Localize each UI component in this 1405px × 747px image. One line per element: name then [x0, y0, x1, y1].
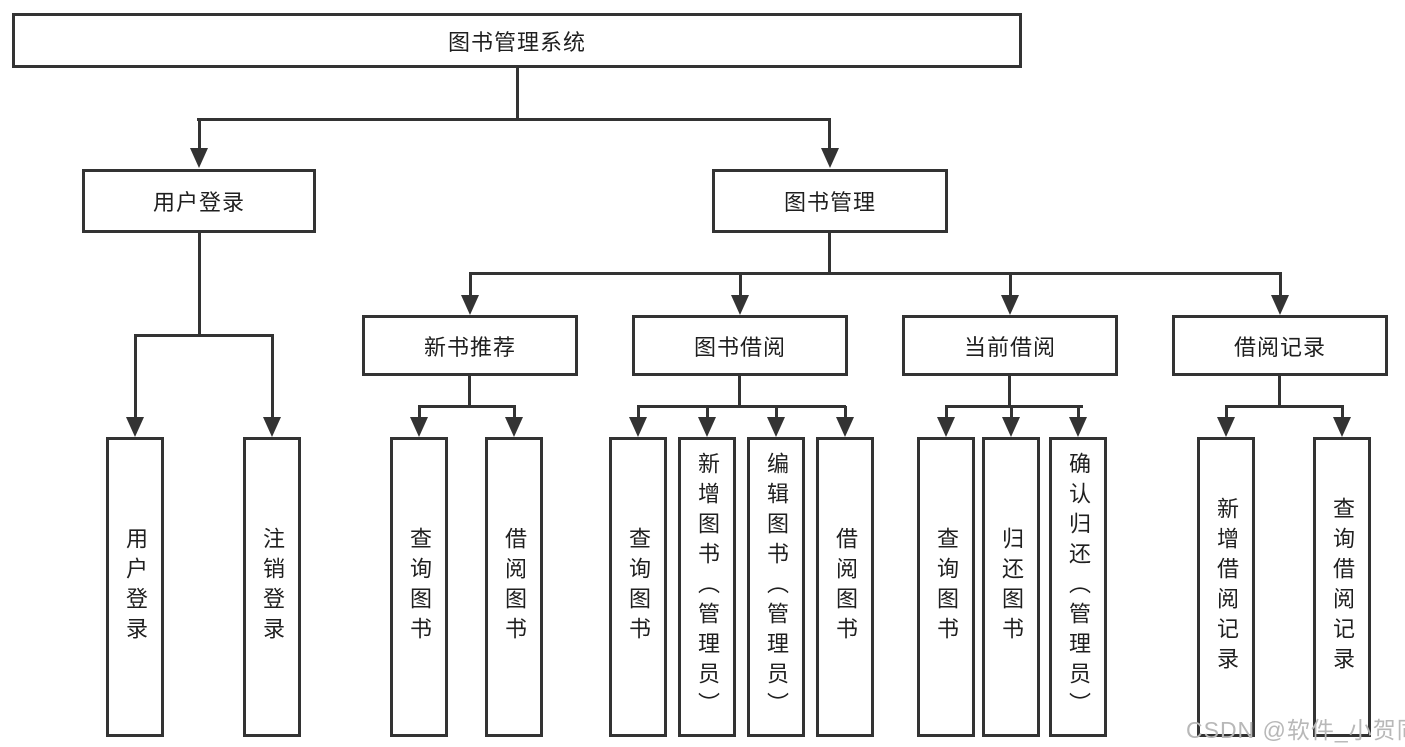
- connector-line: [637, 405, 846, 408]
- arrow-down-icon: [731, 295, 749, 315]
- connector-line: [706, 406, 709, 419]
- leaf-query-borrow-record: 查询借阅记录: [1313, 437, 1371, 737]
- arrow-down-icon: [461, 295, 479, 315]
- node-new-book-recommend-label: 新书推荐: [423, 334, 516, 360]
- arrow-down-icon: [629, 417, 647, 437]
- node-root: 图书管理系统: [12, 13, 1022, 68]
- leaf-borrow-books-1-label: 借阅图书: [502, 527, 527, 647]
- connector-line: [1009, 273, 1012, 297]
- connector-line: [1077, 406, 1080, 419]
- connector-line: [739, 273, 742, 297]
- csdn-watermark: CSDN @软件_小贺同学: [1186, 717, 1405, 743]
- leaf-edit-book-admin-label: 编辑图书（管理员）: [764, 452, 789, 722]
- arrow-down-icon: [821, 148, 839, 168]
- connector-line: [828, 119, 831, 150]
- node-root-label: 图书管理系统: [447, 29, 586, 55]
- node-book-borrow-label: 图书借阅: [693, 334, 786, 360]
- leaf-logout: 注销登录: [243, 437, 301, 737]
- node-book-borrow: 图书借阅: [632, 315, 848, 376]
- leaf-user-login-label: 用户登录: [123, 527, 148, 647]
- connector-line: [516, 68, 519, 120]
- leaf-user-login: 用户登录: [106, 437, 164, 737]
- connector-line: [468, 376, 471, 407]
- leaf-query-books-1: 查询图书: [390, 437, 448, 737]
- node-borrow-record-label: 借阅记录: [1233, 334, 1326, 360]
- connector-line: [1341, 406, 1344, 419]
- arrow-down-icon: [1001, 295, 1019, 315]
- connector-line: [418, 406, 421, 419]
- leaf-query-books-3-label: 查询图书: [934, 527, 959, 647]
- connector-line: [513, 406, 516, 419]
- leaf-query-books-2: 查询图书: [609, 437, 667, 737]
- node-user-login-label: 用户登录: [152, 190, 245, 215]
- leaf-query-books-3: 查询图书: [917, 437, 975, 737]
- node-book-management: 图书管理: [712, 169, 948, 233]
- arrow-down-icon: [190, 148, 208, 168]
- connector-line: [828, 233, 831, 275]
- leaf-borrow-books-2-label: 借阅图书: [833, 527, 858, 647]
- arrow-down-icon: [505, 417, 523, 437]
- arrow-down-icon: [1217, 417, 1235, 437]
- connector-line: [945, 405, 1083, 408]
- arrow-down-icon: [698, 417, 716, 437]
- connector-line: [1225, 406, 1228, 419]
- connector-line: [271, 335, 274, 419]
- connector-line: [469, 273, 472, 297]
- leaf-query-books-2-label: 查询图书: [626, 527, 651, 647]
- arrow-down-icon: [1333, 417, 1351, 437]
- leaf-add-borrow-record: 新增借阅记录: [1197, 437, 1255, 737]
- arrow-down-icon: [937, 417, 955, 437]
- node-current-borrow-label: 当前借阅: [963, 334, 1056, 360]
- arrow-down-icon: [1069, 417, 1087, 437]
- leaf-borrow-books-2: 借阅图书: [816, 437, 874, 737]
- leaf-add-book-admin-label: 新增图书（管理员）: [695, 452, 720, 722]
- node-book-management-label: 图书管理: [783, 190, 876, 215]
- leaf-confirm-return-admin-label: 确认归还（管理员）: [1066, 452, 1091, 722]
- connector-line: [469, 272, 1282, 275]
- connector-line: [198, 233, 201, 336]
- connector-line: [134, 335, 137, 419]
- leaf-add-borrow-record-label: 新增借阅记录: [1214, 497, 1239, 677]
- arrow-down-icon: [1271, 295, 1289, 315]
- leaf-borrow-books-1: 借阅图书: [485, 437, 543, 737]
- arrow-down-icon: [263, 417, 281, 437]
- leaf-add-book-admin: 新增图书（管理员）: [678, 437, 736, 737]
- arrow-down-icon: [410, 417, 428, 437]
- arrow-down-icon: [836, 417, 854, 437]
- connector-line: [198, 119, 201, 150]
- leaf-return-book-label: 归还图书: [999, 527, 1024, 647]
- node-new-book-recommend: 新书推荐: [362, 315, 578, 376]
- connector-line: [1225, 405, 1344, 408]
- leaf-return-book: 归还图书: [982, 437, 1040, 737]
- arrow-down-icon: [126, 417, 144, 437]
- node-borrow-record: 借阅记录: [1172, 315, 1388, 376]
- leaf-logout-label: 注销登录: [260, 527, 285, 647]
- leaf-query-books-1-label: 查询图书: [407, 527, 432, 647]
- connector-line: [1010, 406, 1013, 419]
- connector-line: [1279, 273, 1282, 297]
- leaf-query-borrow-record-label: 查询借阅记录: [1330, 497, 1355, 677]
- connector-line: [945, 406, 948, 419]
- connector-line: [637, 406, 640, 419]
- arrow-down-icon: [767, 417, 785, 437]
- connector-line: [134, 334, 274, 337]
- connector-line: [1008, 376, 1011, 407]
- connector-line: [844, 406, 847, 419]
- leaf-confirm-return-admin: 确认归还（管理员）: [1049, 437, 1107, 737]
- arrow-down-icon: [1002, 417, 1020, 437]
- connector-line: [775, 406, 778, 419]
- connector-line: [418, 405, 516, 408]
- node-current-borrow: 当前借阅: [902, 315, 1118, 376]
- node-user-login: 用户登录: [82, 169, 316, 233]
- leaf-edit-book-admin: 编辑图书（管理员）: [747, 437, 805, 737]
- connector-line: [1278, 376, 1281, 407]
- connector-line: [738, 376, 741, 407]
- connector-line: [197, 118, 831, 121]
